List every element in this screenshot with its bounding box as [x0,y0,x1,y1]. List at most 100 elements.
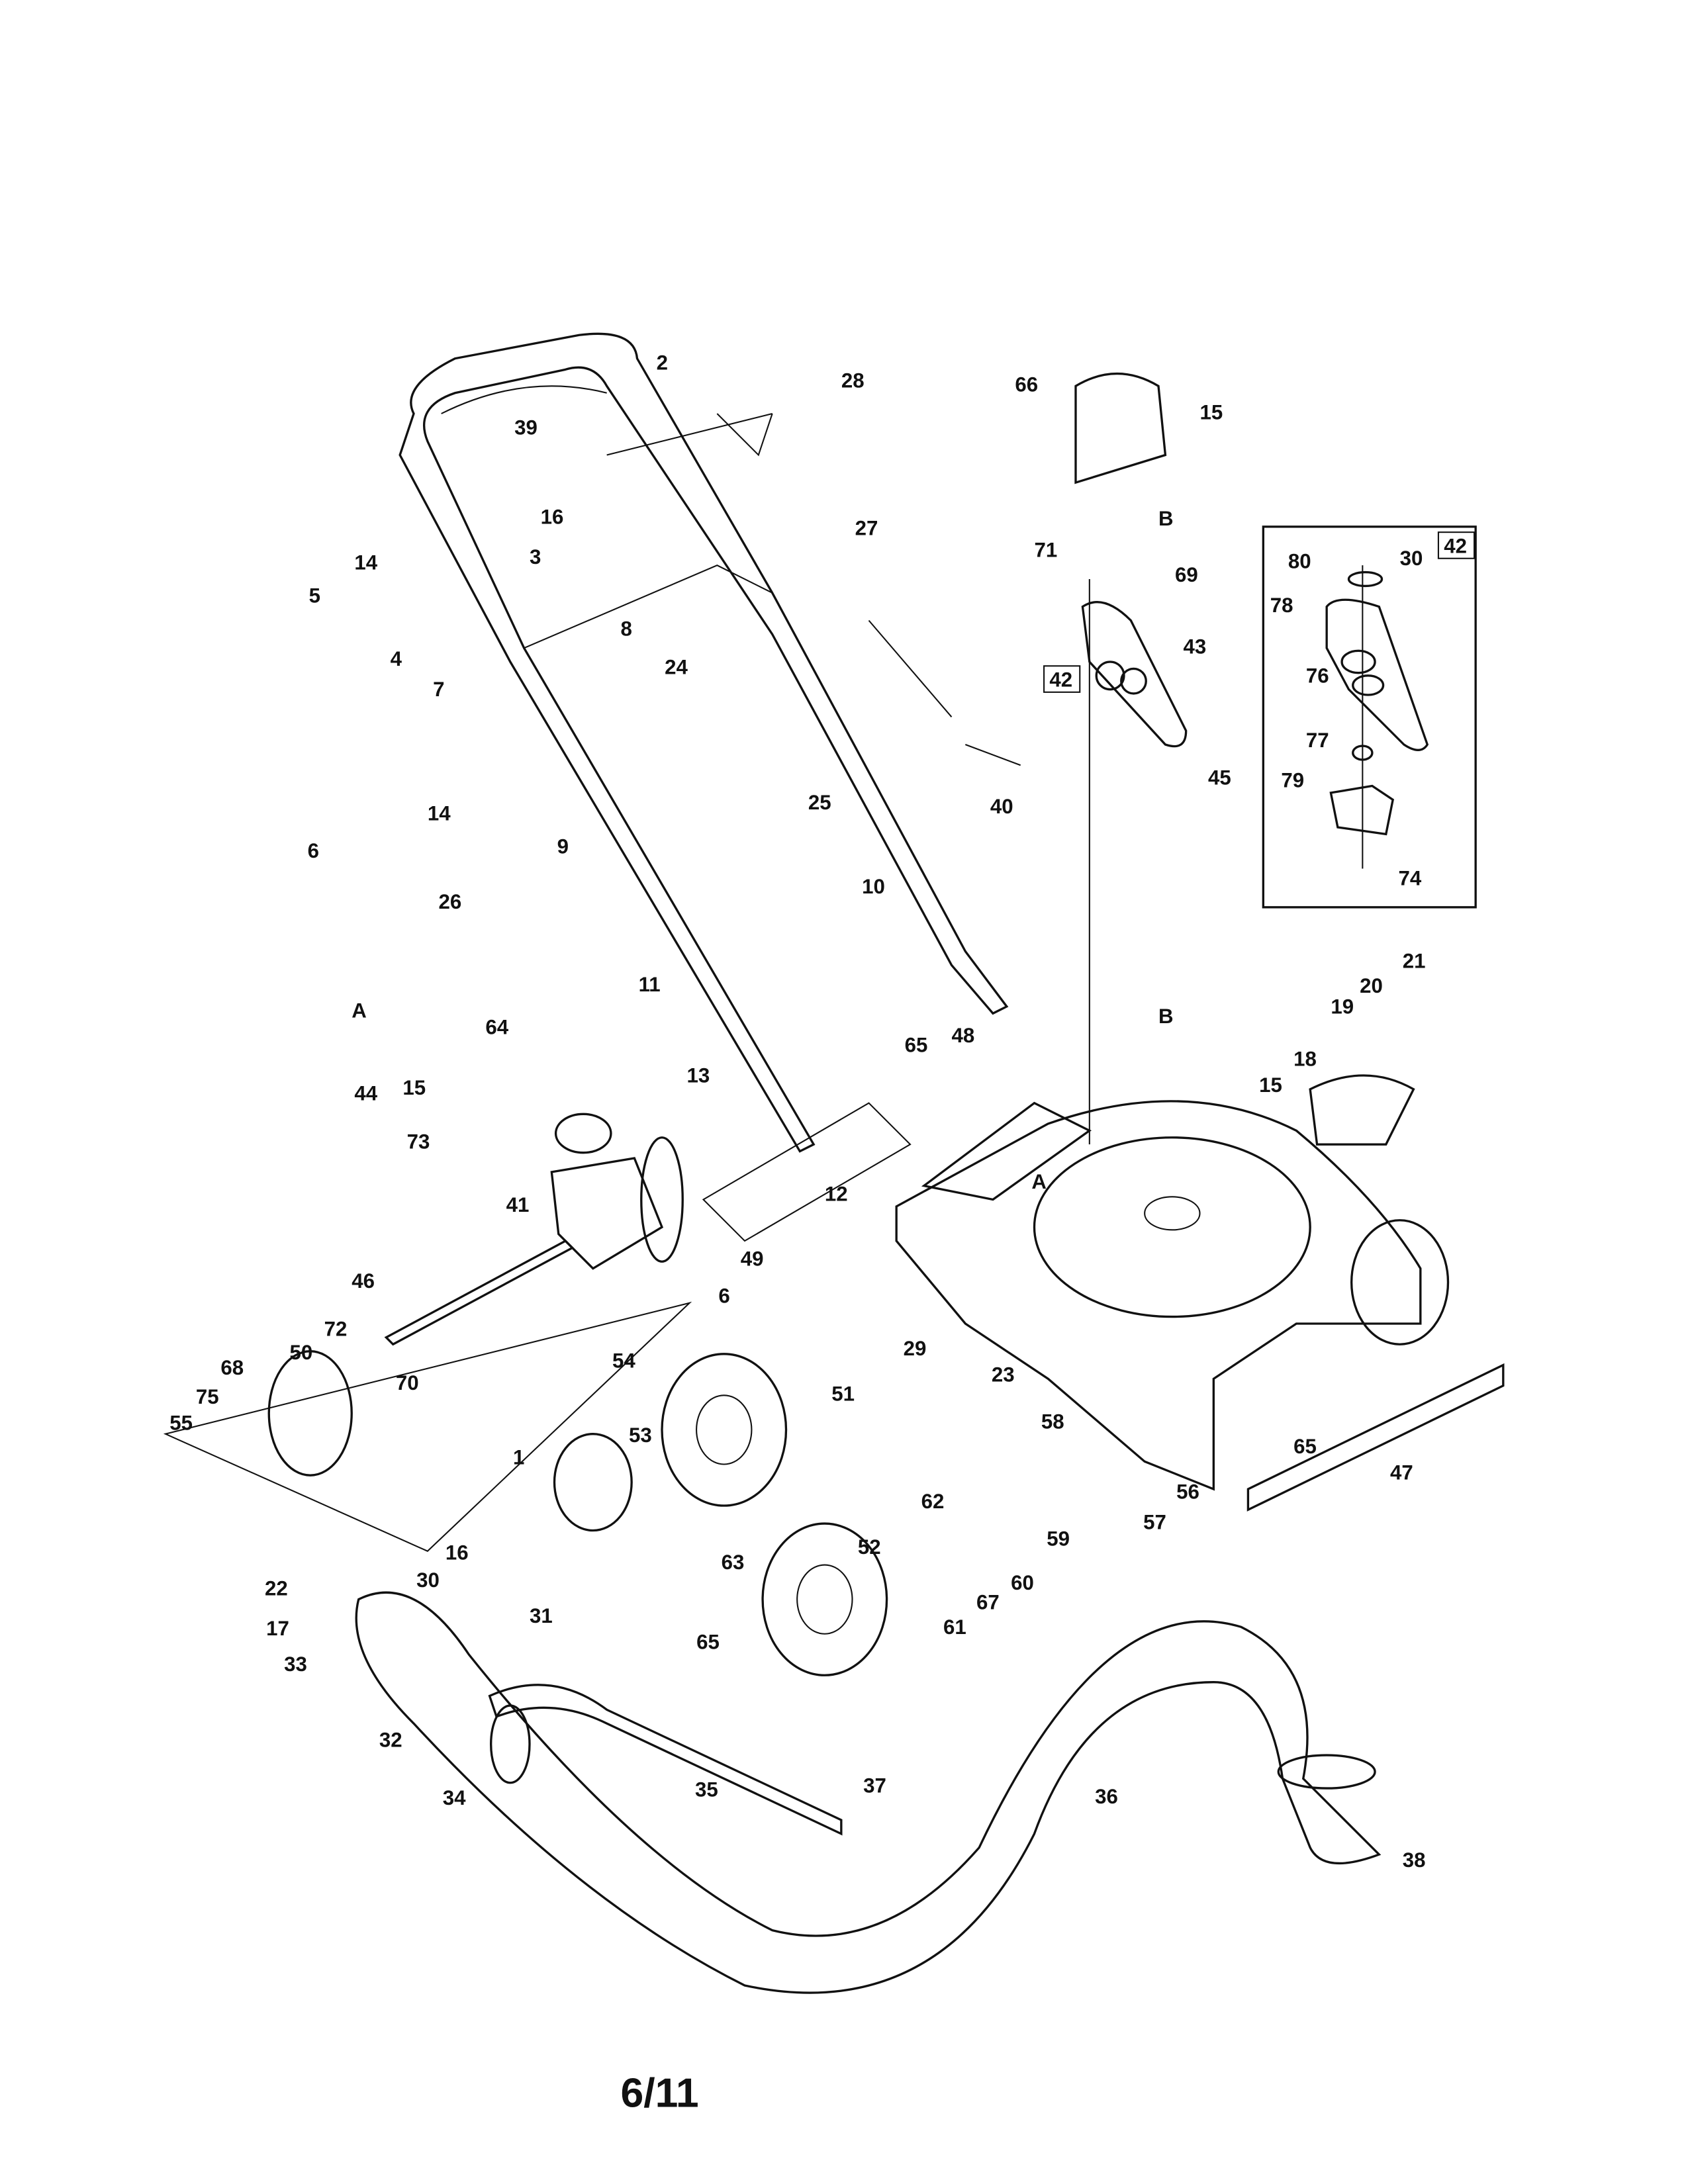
rear-bar-47 [1246,1363,1505,1512]
callout-9: 9 [557,835,569,858]
callout-77: 77 [1306,729,1329,752]
callout-31: 31 [530,1604,553,1627]
inset-parts [1325,565,1429,869]
callout-74: 74 [1399,867,1422,890]
callout-58: 58 [1041,1410,1064,1433]
callout-17: 17 [266,1617,289,1640]
chute-part-66 [1074,372,1167,484]
callout-39: 39 [514,416,538,439]
callout-6: 6 [718,1285,729,1308]
callout-15: 15 [402,1076,426,1099]
callout-51: 51 [831,1383,855,1406]
callout-46: 46 [352,1269,375,1293]
callout-66: 66 [1015,373,1038,396]
callout-23: 23 [992,1363,1015,1387]
callout-20: 20 [1360,974,1383,997]
mower-deck [895,1100,1450,1491]
callout-7: 7 [433,678,444,701]
callout-27: 27 [855,516,878,539]
callout-28: 28 [841,369,865,392]
callout-8: 8 [621,617,632,640]
callout-73: 73 [407,1130,430,1153]
callout-76: 76 [1306,664,1329,687]
callout-1: 1 [513,1446,524,1469]
callout-21: 21 [1403,950,1426,973]
callout-59: 59 [1047,1527,1070,1550]
callout-61: 61 [943,1615,966,1639]
callout-72: 72 [324,1318,348,1341]
callout-40: 40 [990,795,1013,818]
callout-60: 60 [1011,1571,1034,1594]
handle-assembly [399,332,1021,1153]
callout-22: 22 [265,1576,288,1600]
callout-75: 75 [196,1385,219,1408]
callout-10: 10 [862,875,885,898]
callout-12: 12 [825,1183,848,1206]
callout-3: 3 [530,545,541,569]
callout-26: 26 [439,890,462,913]
callout-71: 71 [1035,539,1058,562]
reference-box [1043,665,1081,693]
callout-47: 47 [1390,1461,1413,1484]
callout-30: 30 [1400,547,1423,570]
callout-14: 14 [428,802,451,825]
belt-assembly [1081,579,1188,1145]
callout-35: 35 [695,1778,718,1801]
callout-19: 19 [1331,995,1354,1018]
callout-69: 69 [1175,563,1198,586]
callout-15: 15 [1259,1073,1282,1097]
callout-79: 79 [1281,769,1304,792]
callout-65: 65 [1293,1435,1317,1458]
callout-16: 16 [445,1541,469,1564]
wheels [553,1353,888,1676]
callout-57: 57 [1143,1510,1166,1533]
callout-16: 16 [541,506,564,529]
callout-48: 48 [952,1024,975,1047]
transmission [384,1113,684,1346]
callout-65: 65 [696,1631,720,1654]
callout-37: 37 [863,1774,886,1797]
callout-68: 68 [220,1356,244,1379]
callout-11: 11 [639,973,661,996]
inset-box-42 [1262,525,1477,909]
callout-67: 67 [976,1590,1000,1614]
callout-36: 36 [1095,1785,1118,1808]
callout-78: 78 [1270,594,1293,617]
callout-25: 25 [808,791,831,814]
callout-5: 5 [309,584,320,607]
callout-18: 18 [1293,1047,1317,1070]
callout-63: 63 [722,1551,745,1574]
callout-42: 42 [1049,668,1072,692]
callout-50: 50 [290,1341,313,1364]
bracket-part-18 [1309,1074,1415,1146]
callout-4: 4 [391,647,402,670]
callout-80: 80 [1288,549,1311,572]
callout-34: 34 [443,1786,466,1809]
callout-13: 13 [687,1064,710,1087]
callout-64: 64 [485,1016,508,1039]
vacuum-hose [355,1591,1382,1994]
reference-box [1437,531,1476,559]
drive-wheel-68 [267,1350,353,1477]
callout-62: 62 [921,1490,945,1513]
callout-56: 56 [1176,1480,1199,1504]
callout-44: 44 [354,1082,377,1105]
callout-14: 14 [354,551,377,574]
callout-52: 52 [858,1535,881,1559]
callout-2: 2 [657,351,668,374]
callout-43: 43 [1184,635,1207,659]
callout-30: 30 [416,1569,440,1592]
callout-6: 6 [308,839,319,862]
callout-41: 41 [506,1193,530,1216]
callout-A: A [1031,1170,1047,1193]
callout-55: 55 [169,1411,193,1434]
callout-33: 33 [284,1653,307,1676]
callout-53: 53 [629,1424,652,1447]
assembly-outline [702,1102,912,1242]
callout-24: 24 [665,656,688,679]
callout-38: 38 [1403,1848,1426,1872]
callout-B: B [1158,1005,1174,1028]
callout-A: A [352,999,367,1023]
